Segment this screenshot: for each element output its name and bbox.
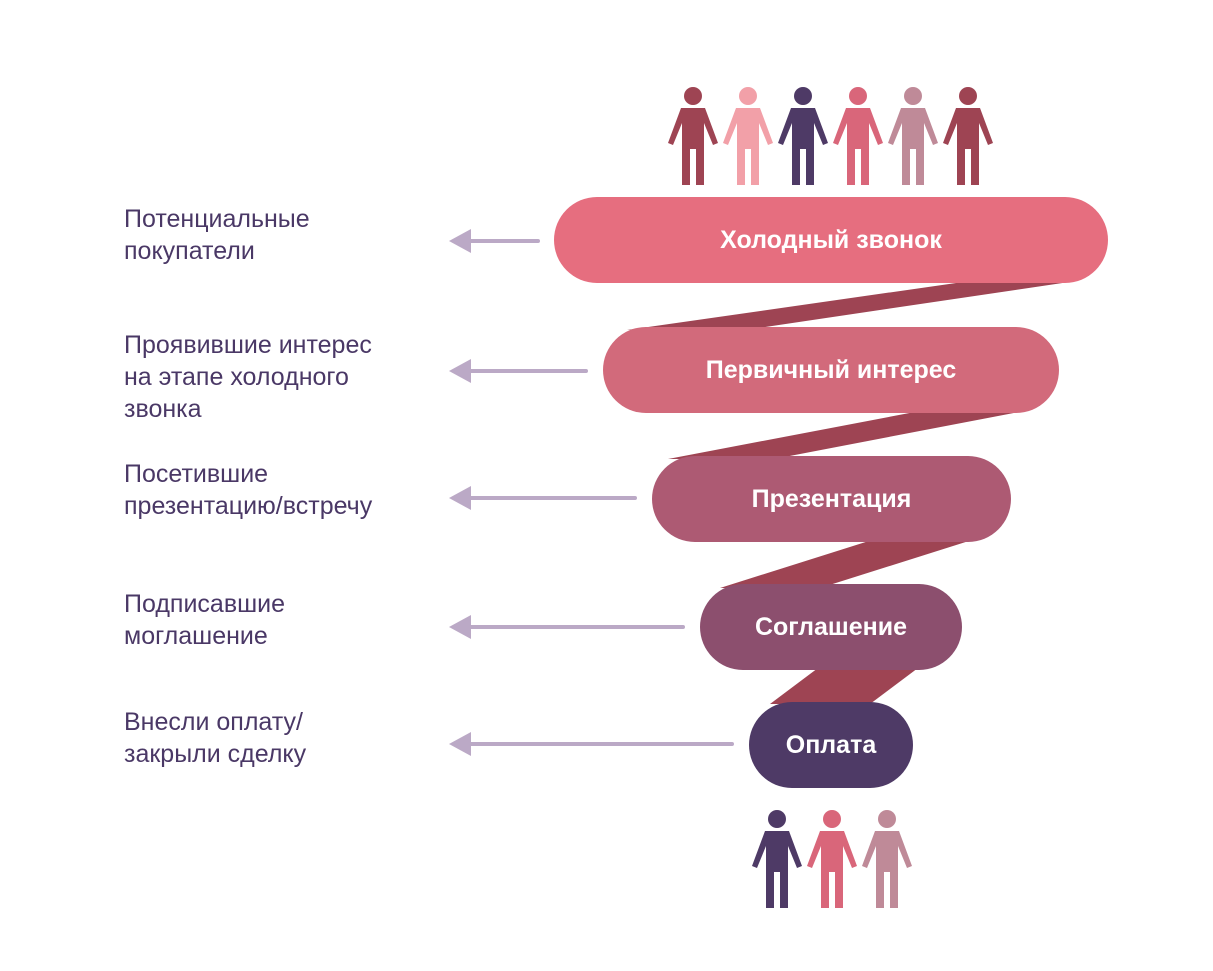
- funnel-stage-cold-call: Холодный звонок: [554, 197, 1108, 283]
- person-icon: [862, 810, 912, 908]
- person-icon: [668, 87, 718, 185]
- funnel-connector-4: [770, 668, 918, 704]
- funnel-stage-initial-interest: Первичный интерес: [603, 327, 1059, 413]
- person-icon: [807, 810, 857, 908]
- person-icon: [888, 87, 938, 185]
- stage-description-2: Проявившие интерес на этапе холодного зв…: [124, 331, 372, 423]
- arrow-left-icon: [449, 359, 588, 383]
- funnel-stage-agreement: Соглашение: [700, 584, 962, 670]
- arrow-left-icon: [449, 486, 637, 510]
- funnel-stage-payment: Оплата: [749, 702, 913, 788]
- funnel-connector-3: [720, 540, 972, 588]
- funnel-connector-1: [627, 281, 1076, 330]
- arrow-left-icon: [449, 229, 540, 253]
- arrow-left-icon: [449, 615, 685, 639]
- stage-description-3: Посетившие презентацию/встречу: [124, 460, 373, 520]
- person-icon: [833, 87, 883, 185]
- funnel-connector-2: [668, 411, 1024, 459]
- person-icon: [723, 87, 773, 185]
- stage-description-1: Потенциальные покупатели: [124, 205, 310, 265]
- stage-description-4: Подписавшие моглашение: [124, 590, 286, 650]
- arrow-left-icon: [449, 732, 734, 756]
- person-icon: [752, 810, 802, 908]
- funnel-stage-presentation: Презентация: [652, 456, 1011, 542]
- stage-description-5: Внесли оплату/ закрыли сделку: [124, 708, 307, 768]
- person-icon: [943, 87, 993, 185]
- person-icon: [778, 87, 828, 185]
